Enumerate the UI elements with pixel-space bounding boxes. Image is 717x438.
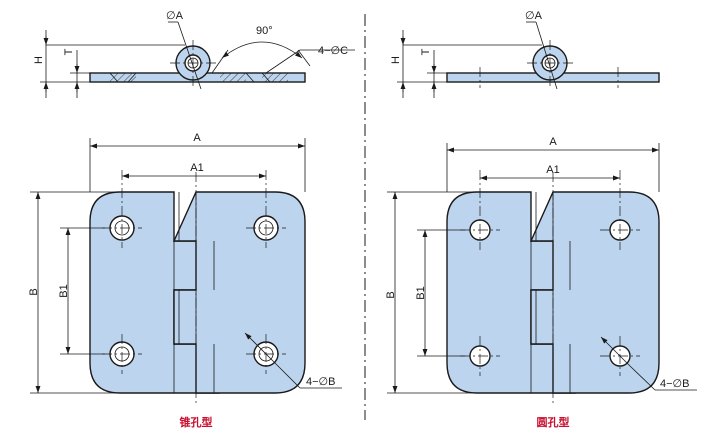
- dim-h-right: H: [390, 56, 402, 64]
- dim-a-left: A: [193, 132, 201, 144]
- dim-t-left: T: [63, 48, 75, 55]
- dim-a1-left: A1: [190, 162, 203, 174]
- dim-b-left: B: [28, 288, 40, 295]
- dim-b1-right: B1: [415, 286, 427, 299]
- side-view-countersunk: H T ∅A 90° 4−∅C: [33, 10, 355, 98]
- caption-round: 圆孔型: [537, 415, 570, 429]
- front-view-round: A A1 B B1 4−∅B: [385, 136, 697, 405]
- dim-dia-a-left: ∅A: [166, 10, 184, 22]
- front-view-countersunk: A A1 B B1 4−∅B: [28, 132, 342, 405]
- caption-countersunk: 锥孔型: [180, 415, 213, 429]
- dim-t-right: T: [420, 48, 432, 55]
- dim-a1-right: A1: [546, 164, 559, 176]
- dim-dia-a-right: ∅A: [525, 10, 543, 22]
- dim-holes-b-left: 4−∅B: [306, 376, 335, 388]
- dim-a-right: A: [549, 136, 557, 148]
- dim-angle: 90°: [256, 25, 273, 37]
- dim-b-right: B: [385, 291, 397, 298]
- dim-h-left: H: [33, 56, 45, 64]
- side-view-round: H T ∅A: [390, 10, 660, 98]
- dim-holes-b-right: 4−∅B: [660, 378, 689, 390]
- holes-left: [102, 170, 286, 374]
- dim-b1-left: B1: [58, 284, 70, 297]
- dim-holes-c: 4−∅C: [318, 45, 348, 57]
